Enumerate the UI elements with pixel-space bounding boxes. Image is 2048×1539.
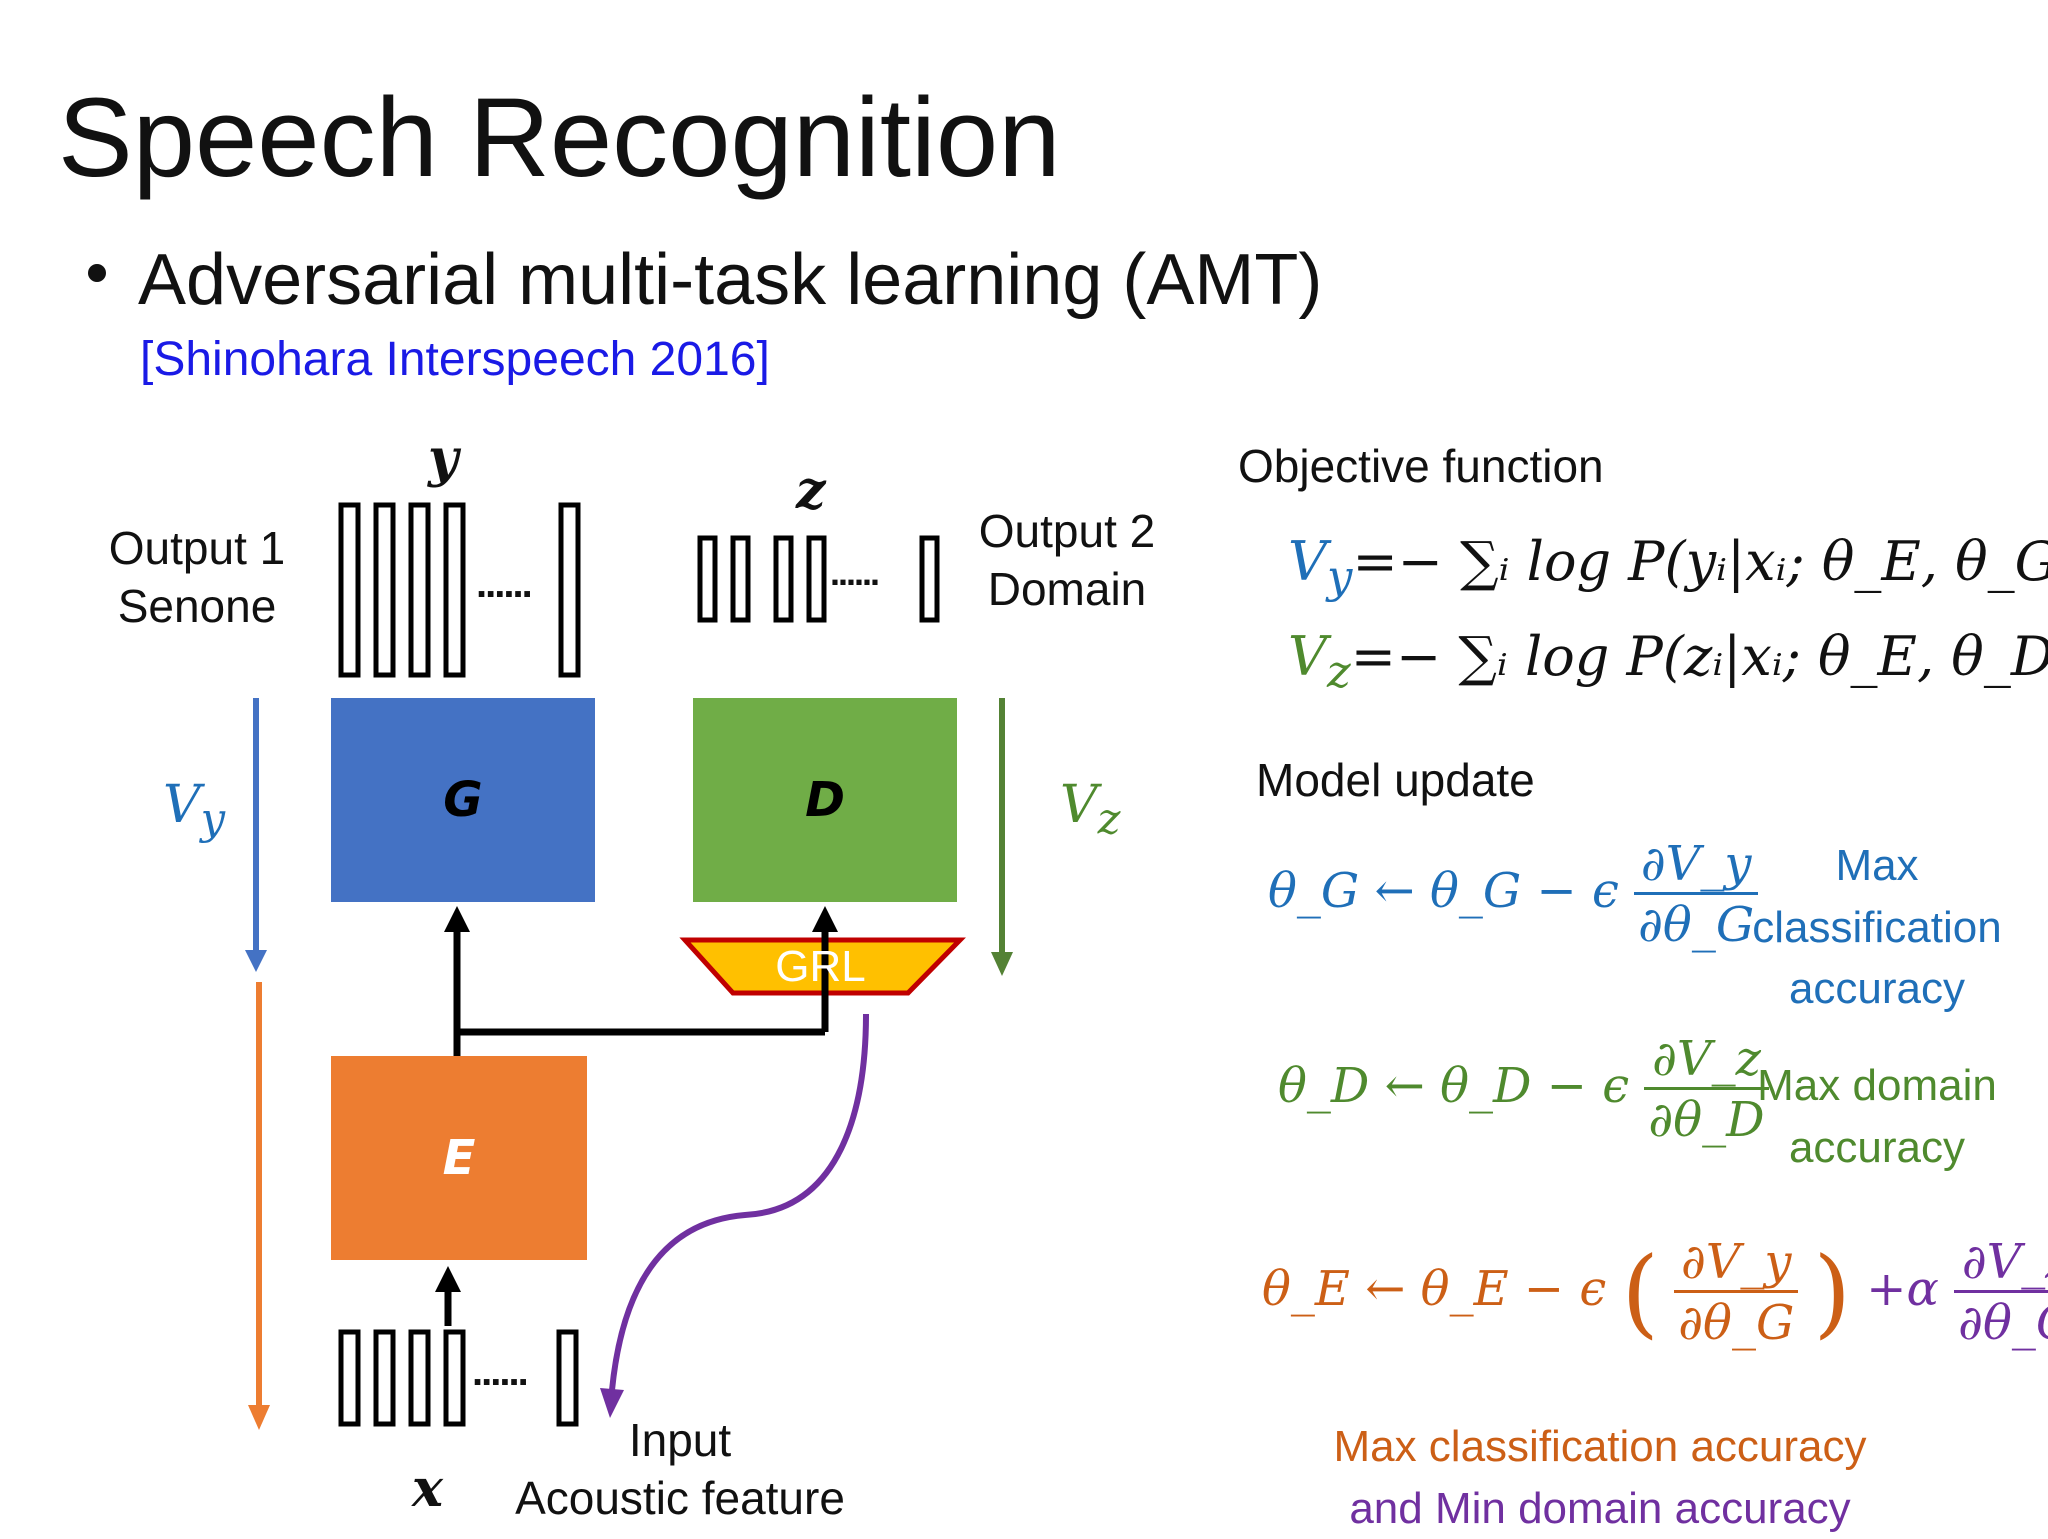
vz-side-V: V: [1060, 775, 1098, 835]
input-text: Input: [628, 1414, 732, 1466]
vz-objective-rhs: =− ∑ᵢ log P(zᵢ|xᵢ; θ_E, θ_D): [1350, 625, 2048, 688]
block-D-label: D: [805, 772, 845, 828]
vy-objective-V: V: [1288, 530, 1327, 593]
acoustic-feature-text: Acoustic feature: [515, 1471, 845, 1524]
input-x-bar-1: [338, 1329, 361, 1427]
output1-label: Output 1 Senone: [82, 520, 312, 635]
theta-e-den1: ∂θ_G: [1674, 1290, 1799, 1347]
theta-e-note: Max classification accuracy and Min doma…: [1240, 1416, 1960, 1539]
output-y-bar-1: [338, 502, 361, 678]
output-z-bar-last: [919, 535, 940, 623]
theta-e-den2: ∂θ_G: [1954, 1290, 2048, 1347]
objective-heading: Objective function: [1238, 440, 1604, 492]
block-G-label: G: [443, 772, 483, 828]
y-label: y: [428, 428, 459, 489]
input-label: Input Acoustic feature: [470, 1412, 890, 1527]
bullet-dot: [88, 264, 106, 282]
vz-objective: Vz=− ∑ᵢ log P(zᵢ|xᵢ; θ_E, θ_D): [1288, 625, 2048, 698]
senone-text: Senone: [117, 579, 277, 632]
block-E-label: E: [442, 1130, 476, 1186]
input-x-bar-last: [556, 1329, 579, 1427]
theta-e-plus-alpha: +α: [1866, 1261, 1939, 1317]
vy-side-label: Vy: [163, 775, 225, 844]
output-y-bar-last: [558, 502, 581, 678]
output-z-ellipsis: ......: [830, 552, 880, 593]
output-y-bar-4: [443, 502, 466, 678]
theta-e-paren-close: ): [1813, 1236, 1851, 1349]
vy-objective: Vy=− ∑ᵢ log P(yᵢ|xᵢ; θ_E, θ_G): [1288, 530, 2048, 603]
input-x-bar-4: [443, 1329, 466, 1427]
theta-g-note-line1: Max: [1835, 841, 1919, 890]
vz-objective-sub: z: [1327, 644, 1351, 698]
vz-objective-V: V: [1288, 625, 1327, 688]
output-z-bars: [697, 535, 940, 623]
theta-e-fraction-1: ∂V_y ∂θ_G: [1674, 1234, 1799, 1347]
theta-e-lhs: θ_E ← θ_E − ϵ: [1262, 1261, 1607, 1317]
input-x-bars: [338, 1329, 579, 1427]
vy-side-V: V: [163, 775, 201, 835]
vy-objective-sub: y: [1327, 549, 1353, 603]
theta-e-note-line1: Max classification accuracy: [1333, 1422, 1867, 1471]
vz-side-label: Vz: [1060, 775, 1120, 844]
theta-e-paren-open: (: [1621, 1236, 1659, 1349]
theta-d-fraction: ∂V_z ∂θ_D: [1644, 1031, 1769, 1144]
vz-arrowhead: [991, 952, 1013, 976]
theta-e-num2: ∂V_z: [1961, 1234, 2048, 1290]
input-x-bar-3: [408, 1329, 431, 1427]
output-y-bar-2: [373, 502, 396, 678]
vz-side-sub: z: [1097, 794, 1121, 845]
update-heading: Model update: [1256, 754, 1535, 806]
reverse-gradient-arrowhead: [600, 1388, 624, 1418]
theta-d-note-line2: accuracy: [1788, 1122, 1966, 1172]
theta-g-note-line2: classification: [1752, 902, 2002, 952]
output-y-bar-3: [408, 502, 431, 678]
theta-d-note-line1: Max domain: [1757, 1061, 1997, 1110]
z-label: z: [796, 460, 826, 521]
block-E: [331, 1056, 587, 1260]
vy-objective-rhs: =− ∑ᵢ log P(yᵢ|xᵢ; θ_E, θ_G): [1352, 530, 2048, 593]
bullet-text: Adversarial multi-task learning (AMT): [138, 240, 1323, 320]
output2-label: Output 2 Domain: [952, 503, 1182, 618]
theta-d-lhs: θ_D ← θ_D − ϵ: [1278, 1058, 1630, 1114]
theta-g-note-line3: accuracy: [1788, 964, 1966, 1014]
theta-g-update: θ_G ← θ_G − ϵ ∂V_y ∂θ_G: [1268, 836, 1759, 949]
reverse-gradient-curve: [609, 1013, 869, 1391]
output2-text: Output 2: [978, 505, 1156, 557]
domain-text: Domain: [987, 562, 1147, 615]
slide-title: Speech Recognition: [58, 75, 1061, 200]
vy-arrowhead: [245, 950, 267, 972]
theta-g-den: ∂θ_G: [1634, 892, 1759, 949]
grl-label: GRL: [775, 941, 866, 991]
theta-g-lhs: θ_G ← θ_G − ϵ: [1268, 863, 1619, 919]
theta-e-update: θ_E ← θ_E − ϵ ( ∂V_y ∂θ_G ) +α ∂V_z ∂θ_G: [1262, 1238, 2048, 1347]
output-y-bars: [338, 502, 581, 678]
citation-link[interactable]: [Shinohara Interspeech 2016]: [140, 333, 770, 386]
arrowheads-black: [435, 906, 838, 1292]
theta-e-num1: ∂V_y: [1680, 1234, 1792, 1290]
theta-g-note: Max classification accuracy: [1742, 835, 2012, 1020]
x-label: x: [412, 1458, 444, 1519]
block-G: [331, 698, 595, 902]
theta-d-note: Max domain accuracy: [1742, 1055, 2012, 1178]
theta-e-note-line2: and Min domain accuracy: [1349, 1483, 1851, 1533]
output-z-bar-1: [697, 535, 718, 623]
output1-text: Output 1: [108, 522, 286, 574]
theta-g-fraction: ∂V_y ∂θ_G: [1634, 836, 1759, 949]
block-D: [693, 698, 957, 902]
e-arrowhead: [248, 1405, 270, 1430]
theta-e-fraction-2: ∂V_z ∂θ_G: [1954, 1238, 2048, 1347]
input-x-ellipsis: ......: [472, 1350, 529, 1394]
output-y-ellipsis: ......: [476, 562, 533, 606]
output-z-bar-2: [730, 535, 751, 623]
output-z-bar-3: [773, 535, 794, 623]
vy-side-sub: y: [200, 794, 226, 845]
theta-d-num: ∂V_z: [1652, 1031, 1761, 1087]
input-x-bar-2: [373, 1329, 396, 1427]
theta-d-update: θ_D ← θ_D − ϵ ∂V_z ∂θ_D: [1278, 1035, 1769, 1144]
output-z-bar-4: [806, 535, 827, 623]
theta-d-den: ∂θ_D: [1644, 1087, 1769, 1144]
forward-connectors: [444, 930, 829, 1326]
theta-g-num: ∂V_y: [1640, 836, 1752, 892]
